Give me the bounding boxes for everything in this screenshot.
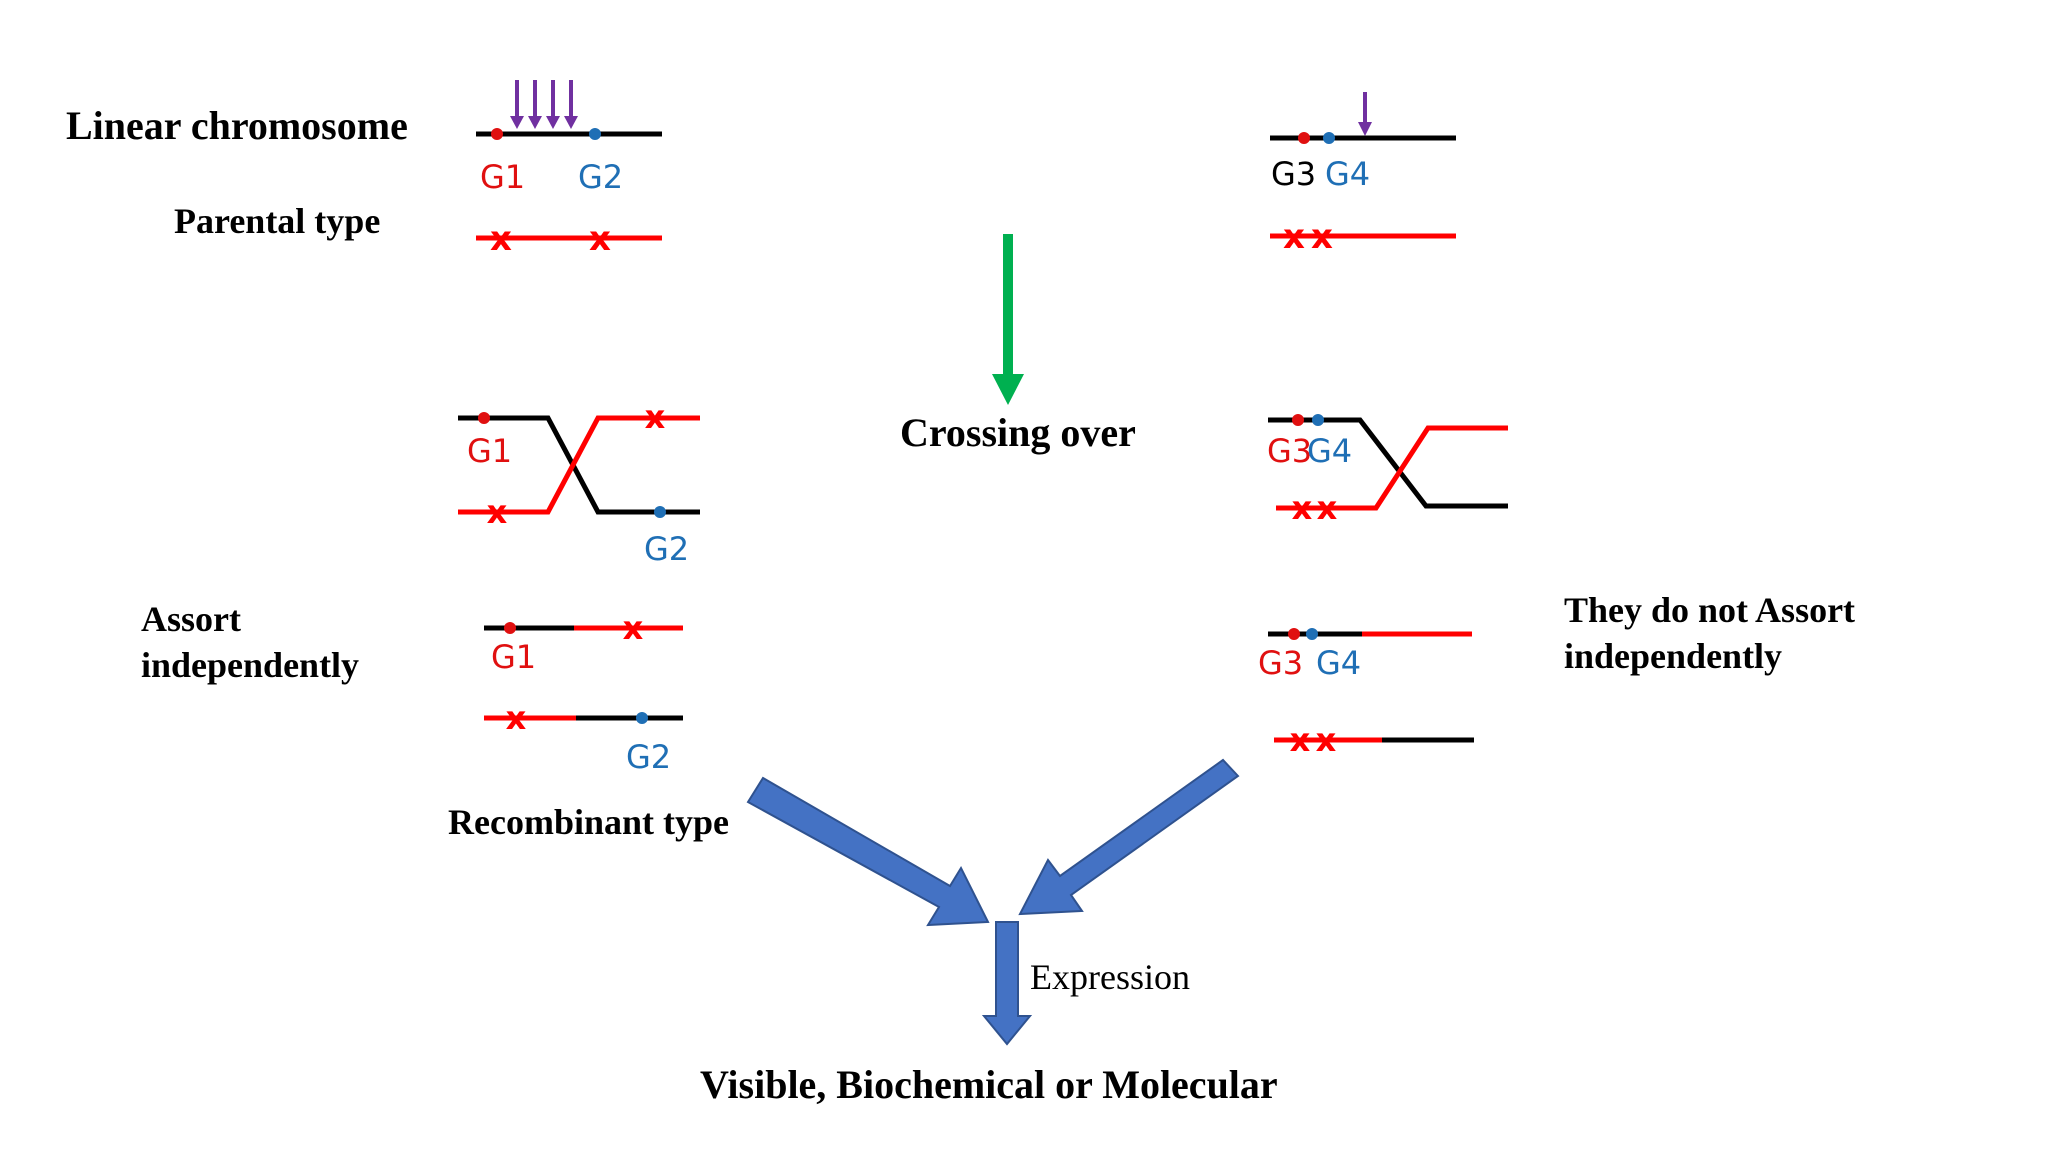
g2-label: G2 [578, 158, 623, 196]
blue-arrow-right [1018, 758, 1240, 916]
green-arrowhead [992, 374, 1024, 405]
purple-arrowhead-2 [528, 116, 542, 129]
g4-locus-dot [1323, 132, 1335, 144]
purple-arrows-group [510, 80, 578, 129]
g3-label: G3 [1258, 644, 1303, 682]
assort-label-line2: independently [141, 645, 359, 685]
crossing-over-label: Crossing over [900, 410, 1136, 455]
expression-label: Expression [1030, 957, 1190, 997]
x-marker: x [1290, 721, 1311, 759]
x-marker: x [1316, 721, 1337, 759]
visible-biochemical-molecular-label: Visible, Biochemical or Molecular [700, 1062, 1278, 1107]
not-assort-label-line2: independently [1564, 636, 1782, 676]
top-right-chromosome: G3 G4 x x [1270, 92, 1456, 257]
g4-label: G4 [1325, 155, 1370, 193]
parental-type-label: Parental type [174, 201, 380, 241]
g2-locus-dot [589, 128, 601, 140]
green-down-arrow [992, 234, 1024, 405]
not-assort-label-line1: They do not Assort [1564, 590, 1855, 630]
g3-label: G3 [1271, 155, 1316, 193]
g1-locus-dot [491, 128, 503, 140]
top-left-chromosome: G1 G2 x x [476, 80, 662, 259]
blue-arrow-down [981, 921, 1033, 1046]
g2-locus-dot [654, 506, 666, 518]
right-crossover: x x G3 G4 [1267, 414, 1508, 527]
x-marker: x [1283, 217, 1305, 257]
g1-label: G1 [491, 638, 536, 676]
g4-label: G4 [1307, 432, 1352, 470]
blue-arrow-left [746, 776, 990, 927]
green-arrow-shaft [1003, 234, 1013, 378]
x-marker: x [490, 219, 512, 259]
g1-locus-dot [504, 622, 516, 634]
g1-locus-dot [478, 412, 490, 424]
g4-locus-dot [1306, 628, 1318, 640]
g3-label: G3 [1267, 432, 1312, 470]
recombinant-type-label: Recombinant type [448, 802, 729, 842]
g3-locus-dot [1288, 628, 1300, 640]
g2-label: G2 [644, 530, 689, 568]
linear-chromosome-label: Linear chromosome [66, 103, 408, 148]
x-marker: x [645, 398, 666, 436]
purple-arrowhead-4 [564, 116, 578, 129]
g4-locus-dot [1312, 414, 1324, 426]
x-marker: x [506, 699, 527, 737]
right-recombinants: G3 G4 x x [1258, 628, 1474, 759]
left-recombinants: x G1 x G2 [484, 609, 683, 776]
g4-label: G4 [1316, 644, 1361, 682]
assort-label-line1: Assort [141, 599, 241, 639]
x-marker: x [589, 219, 611, 259]
g2-locus-dot [636, 712, 648, 724]
left-crossover: x x G1 G2 [458, 398, 700, 568]
g2-label: G2 [626, 738, 671, 776]
crossover-red-strand [1276, 425, 1508, 511]
x-marker: x [487, 493, 508, 531]
x-marker: x [623, 609, 644, 647]
g1-label: G1 [467, 432, 512, 470]
x-marker: x [1317, 489, 1338, 527]
purple-arrowhead-3 [546, 116, 560, 129]
g3-locus-dot [1298, 132, 1310, 144]
g3-locus-dot [1292, 414, 1304, 426]
g1-label: G1 [480, 158, 525, 196]
crossover-red-strand [458, 415, 700, 515]
x-marker: x [1292, 489, 1313, 527]
purple-arrowhead-1 [510, 116, 524, 129]
purple-arrowhead [1358, 122, 1372, 136]
x-marker: x [1311, 217, 1333, 257]
